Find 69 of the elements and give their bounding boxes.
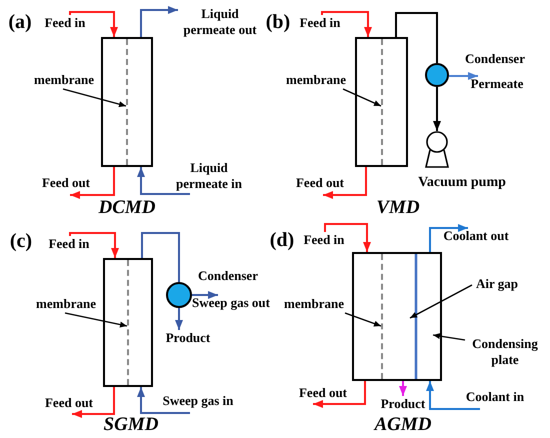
flow-arrow [323,167,367,199]
component-label: Condenser [197,268,259,285]
membrane-line [126,39,129,165]
method-label: AGMD [372,414,432,436]
flow-arrow [137,167,190,195]
stream-label: Sweep gas in [155,393,241,413]
panel-label: (b) [264,11,292,33]
stream-label: Air gap [472,276,522,293]
flow-arrow [175,308,183,330]
flow-arrow [449,72,478,80]
leader-line [62,88,126,108]
flow-arrow [426,381,480,410]
membrane-module [352,252,442,381]
stream-label: Liquid permeate out [178,6,262,38]
method-label: VMD [375,197,421,219]
panel-label: (d) [268,229,296,251]
leader-line [344,312,382,327]
condenser-icon [425,63,449,87]
condenser-icon [166,282,192,308]
method-label: DCMD [97,197,156,219]
leader-line [432,333,466,341]
component-label: Condenser [464,51,526,68]
flow-arrow [137,387,190,414]
flow-arrow [69,232,119,258]
stream-label: Liquid permeate in [168,160,250,194]
stream-label: Coolant out [437,228,515,246]
stream-label: Feed out [294,385,352,404]
stream-label: Sweep gas out [188,295,274,312]
stream-label: membrane [278,296,350,313]
flow-arrow [69,11,118,37]
stream-label: Feed out [40,395,98,414]
method-label: SGMD [102,414,160,436]
flow-arrow [70,167,115,199]
flow-arrow [433,87,441,131]
stream-label: membrane [280,72,352,89]
leader-line [64,312,128,328]
stream-label: membrane [30,296,102,313]
flow-arrow [140,6,178,37]
stream-label: Feed in [40,15,90,32]
membrane-module [101,37,153,167]
leader-line [410,284,472,319]
stream-label: Condensing plate [465,336,545,370]
vacuum-pump-icon [424,131,450,168]
flow-arrow [399,381,407,396]
membrane-line [381,254,384,379]
leader-line [342,88,382,107]
stream-label: Feed out [292,175,348,195]
stream-label: Feed out [38,175,94,195]
stream-label: Feed in [300,232,348,249]
panel-label: (a) [7,11,33,33]
flow-arrow [321,11,372,37]
flow-arrow [429,224,468,252]
membrane-module [355,37,408,167]
component-label: Vacuum pump [417,175,507,192]
stream-label: Feed in [296,15,344,32]
stream-label: Product [376,396,430,413]
flow-arrow [313,381,366,408]
membrane-line [381,39,384,165]
stream-label: membrane [27,72,101,89]
membrane-line [127,260,130,385]
stream-label: Product [162,330,214,347]
panel-label: (c) [8,230,34,252]
stream-label: Feed in [45,236,93,253]
flow-arrow [324,223,371,252]
flow-arrow [192,291,218,299]
membrane-module [103,258,153,387]
stream-label: Coolant in [460,389,530,409]
flow-arrow [72,387,115,418]
stream-label: Permeate [465,76,529,93]
